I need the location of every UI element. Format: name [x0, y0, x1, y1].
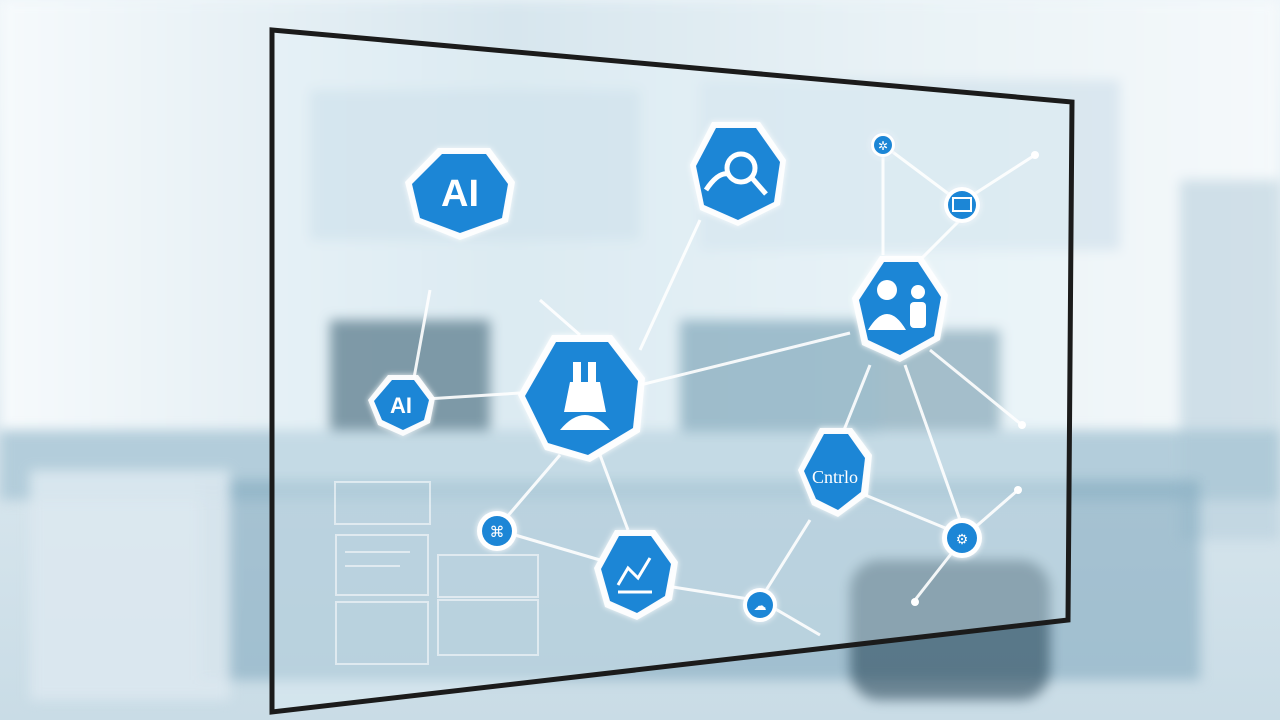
users-icon	[868, 280, 926, 330]
search-node[interactable]	[690, 122, 786, 226]
settings-mini-node[interactable]: ✲	[871, 133, 895, 157]
brain-icon: ⚙	[956, 531, 969, 547]
code-icon: ⌘	[490, 524, 505, 541]
code-mini-node[interactable]: ⌘	[477, 511, 517, 551]
cloud-mini-node[interactable]: ☁	[743, 588, 777, 622]
robot-node[interactable]	[518, 335, 645, 462]
analytics-node[interactable]	[594, 530, 678, 620]
device-node[interactable]	[944, 187, 980, 223]
glass-panel	[269, 27, 1075, 715]
search-icon	[703, 151, 768, 196]
ai-node-small-label: AI	[390, 393, 412, 418]
ai-node-small[interactable]: AI	[368, 375, 435, 436]
control-node-label: Cntrlo	[812, 467, 858, 487]
endpoint-dots	[911, 151, 1039, 606]
robot-icon	[560, 362, 610, 430]
faint-dashboard-panels	[334, 481, 539, 665]
cloud-icon: ☁	[754, 598, 767, 613]
device-icon	[952, 197, 972, 212]
ai-node-large-label: AI	[441, 173, 479, 215]
settings-icon: ✲	[878, 139, 888, 153]
network-connections	[408, 148, 1036, 637]
brain-mini-node[interactable]: ⚙	[942, 518, 982, 558]
control-node[interactable]: Cntrlo	[798, 428, 872, 517]
chart-icon	[616, 557, 652, 594]
users-node[interactable]	[852, 256, 948, 362]
ai-node-large[interactable]: AI	[405, 148, 515, 240]
